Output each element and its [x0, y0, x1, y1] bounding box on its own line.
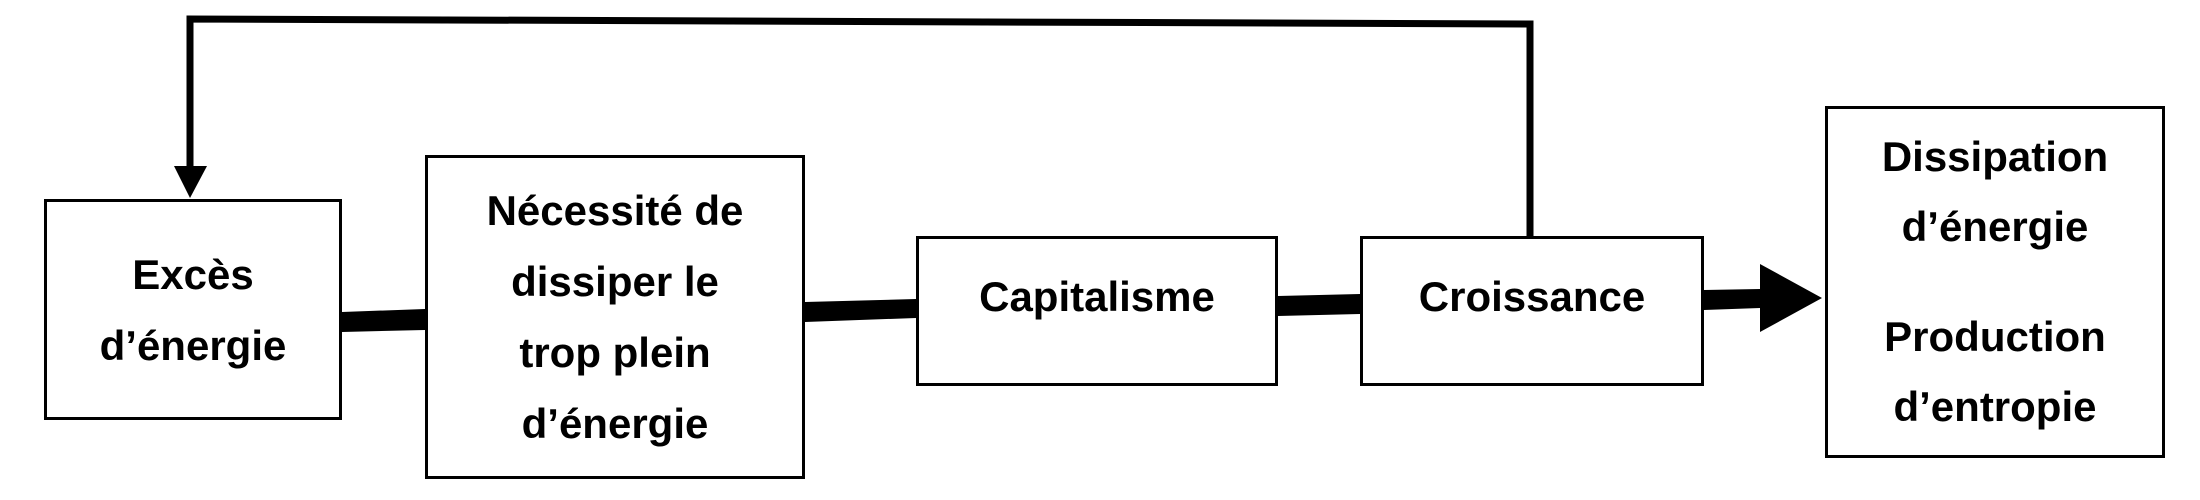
node-dissipation-line-2: d’énergie	[1901, 203, 2089, 250]
node-dissipation-line-1: Dissipation	[1881, 133, 2109, 180]
feedback-loop-line	[186, 15, 1534, 236]
node-necessite: Nécessité de dissiper le trop plein d’én…	[425, 155, 805, 479]
node-croissance-label: Croissance	[1418, 273, 1646, 320]
node-exces-line-1: Excès	[132, 250, 254, 298]
node-exces-line-2: d’énergie	[99, 321, 287, 369]
connector-exces-necessite	[342, 309, 425, 332]
connector-necessite-capitalisme	[805, 299, 916, 322]
connector-capitalisme-croissance	[1278, 294, 1360, 316]
node-capitalisme: Capitalisme	[916, 236, 1278, 386]
node-exces: Excès d’énergie	[44, 199, 342, 420]
node-dissipation: Dissipation d’énergie Production d’entro…	[1825, 106, 2165, 458]
node-necessite-line-1: Nécessité de	[486, 187, 744, 234]
node-necessite-line-2: dissiper le	[511, 258, 719, 305]
node-production-line-1: Production	[1884, 313, 2106, 360]
node-necessite-line-4: d’énergie	[521, 400, 709, 447]
node-production-line-2: d’entropie	[1893, 383, 2097, 430]
node-necessite-line-3: trop plein	[519, 329, 711, 376]
feedback-arrowhead	[174, 166, 207, 198]
arrow-croissance-dissipation	[1704, 264, 1822, 332]
node-capitalisme-label: Capitalisme	[979, 273, 1215, 320]
node-croissance: Croissance	[1360, 236, 1704, 386]
